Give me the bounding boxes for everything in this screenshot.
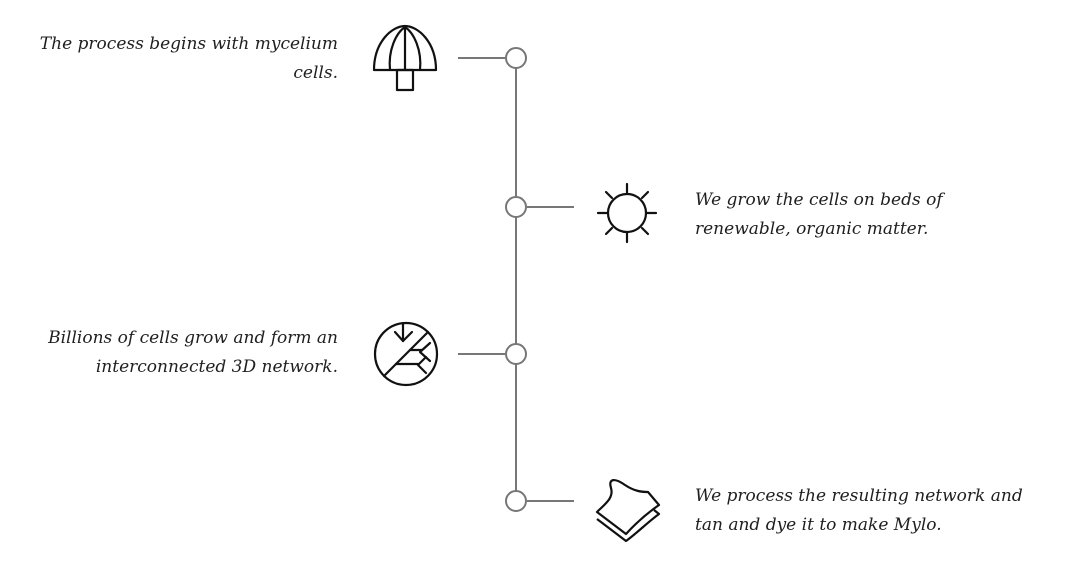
step-2-caption: We grow the cells on beds of renewable, … xyxy=(695,190,943,239)
step-4-caption: We process the resulting network and tan… xyxy=(695,486,1023,535)
timeline-node-step-2 xyxy=(505,196,527,218)
sheet-icon xyxy=(595,479,661,543)
network-icon xyxy=(373,321,439,387)
step-3-caption: Billions of cells grow and form an inter… xyxy=(48,328,338,377)
step-1-caption: The process begins with mycelium cells. xyxy=(39,34,338,83)
timeline-node-step-3 xyxy=(505,343,527,365)
sun-icon xyxy=(596,182,658,244)
timeline-node-step-1 xyxy=(505,47,527,69)
timeline xyxy=(458,47,574,512)
mushroom-icon xyxy=(372,24,438,92)
timeline-node-step-4 xyxy=(505,490,527,512)
